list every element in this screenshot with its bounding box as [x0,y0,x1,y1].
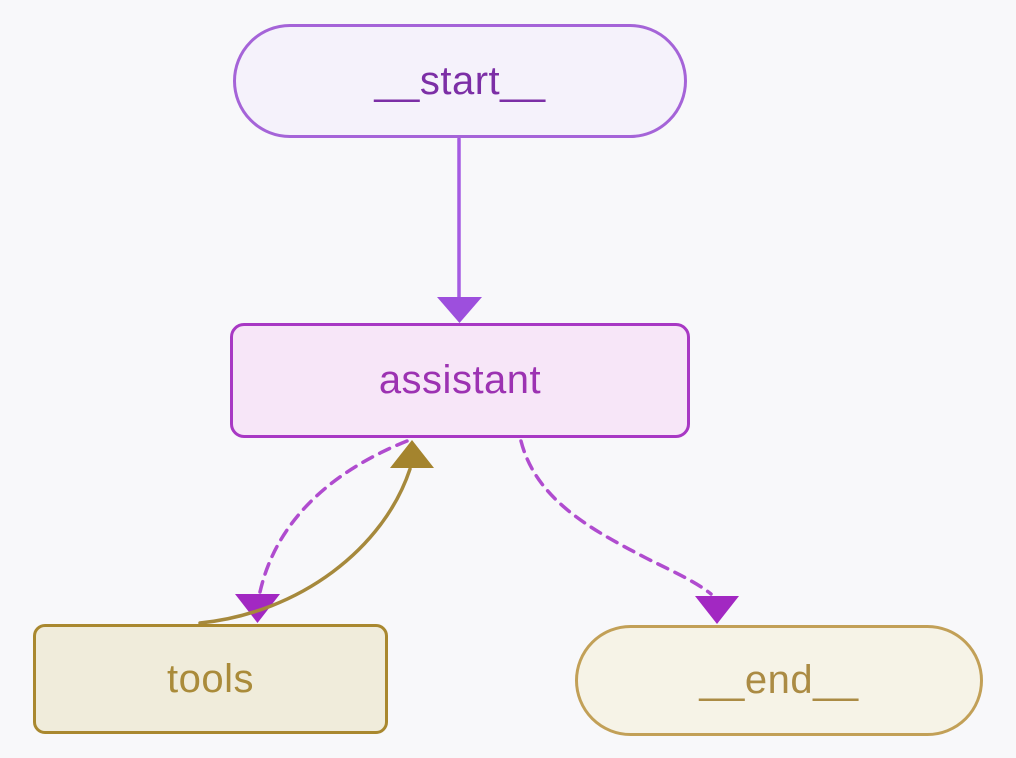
node-start: __start__ [233,24,687,138]
node-assistant: assistant [230,323,690,438]
edge-assistant-to-end-line [519,439,713,596]
node-start-label: __start__ [374,58,546,103]
arrowhead-into-tools [235,594,280,623]
edge-assistant-to-end [519,439,739,624]
edge-assistant-to-tools-line [258,439,409,594]
edge-start-to-assistant [437,137,482,323]
node-tools-label: tools [167,656,254,701]
node-end-label: __end__ [699,658,859,702]
edge-tools-to-assistant [198,440,434,625]
edge-tools-to-assistant-line [198,467,412,625]
node-assistant-label: assistant [378,358,542,402]
arrowhead-into-assistant-from-tools [390,440,434,468]
arrowhead-into-end [695,596,739,624]
arrowhead-into-assistant [437,297,482,323]
node-end: __end__ [575,625,983,736]
edge-assistant-to-tools [235,439,409,623]
node-tools: tools [33,624,388,734]
